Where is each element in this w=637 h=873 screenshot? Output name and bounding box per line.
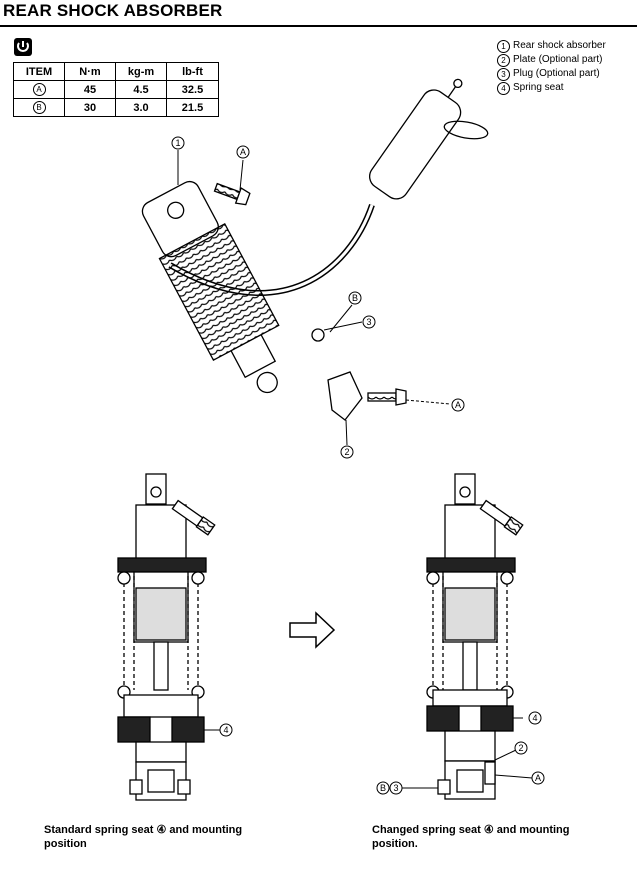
top-callouts: 1 A B 3 A 2 [171, 136, 465, 459]
changed-callouts: 4 2 A B 3 [376, 711, 545, 795]
legend-number: 1 [497, 39, 510, 53]
legend-label: Spring seat [513, 82, 564, 93]
legend-number: 4 [497, 81, 510, 95]
callout-b-top: B [352, 293, 358, 303]
item-a-marker: A [32, 83, 46, 96]
row-kgm: 4.5 [115, 80, 167, 99]
lower-bolt [367, 388, 451, 406]
exploded-shock-view [141, 78, 489, 446]
callout-4-standard: 4 [223, 725, 228, 735]
callout-4-changed: 4 [532, 713, 537, 723]
change-arrow-icon [289, 611, 336, 649]
standard-caption: Standard spring seat ④ and mounting posi… [44, 823, 242, 851]
standard-position-view [117, 473, 220, 801]
callout-b-changed: B [380, 783, 386, 793]
callout-a-changed: A [535, 773, 541, 783]
title-rule [0, 25, 637, 27]
changed-caption-line2: position. [372, 838, 418, 850]
row-item: B [13, 98, 65, 117]
changed-position-view [402, 473, 533, 800]
row-kgm: 3.0 [115, 98, 167, 117]
callout-1: 1 [175, 138, 180, 148]
reservoir [369, 78, 463, 200]
table-row: A 45 4.5 32.5 [13, 80, 219, 99]
callout-2-top: 2 [344, 447, 349, 457]
standard-caption-line2: position [44, 838, 87, 850]
table-row: B 30 3.0 21.5 [13, 98, 219, 117]
standard-caption-line1: Standard spring seat ④ and mounting [44, 824, 243, 836]
changed-caption-line1: Changed spring seat ④ and mounting [372, 824, 570, 836]
changed-caption: Changed spring seat ④ and mounting posit… [372, 823, 569, 851]
callout-3-changed: 3 [393, 783, 398, 793]
callout-a-top: A [240, 147, 246, 157]
callout-3-top: 3 [366, 317, 371, 327]
item-b-marker: B [32, 101, 46, 114]
legend-label: Plate (Optional part) [513, 54, 603, 65]
plate [327, 371, 363, 421]
torque-wrench-icon [14, 38, 32, 56]
upper-bolt [213, 182, 251, 206]
standard-callouts: 4 [219, 723, 233, 737]
reservoir-clamp [443, 120, 489, 140]
row-lbft: 21.5 [166, 98, 219, 117]
header-kgm: kg-m [115, 62, 167, 81]
legend-label: Plug (Optional part) [513, 68, 600, 79]
shock-body [141, 180, 280, 394]
callout-a-lower: A [455, 400, 461, 410]
callout-2-changed: 2 [518, 743, 523, 753]
legend-number: 2 [497, 53, 510, 67]
legend-number: 3 [497, 67, 510, 81]
legend-label: Rear shock absorber [513, 40, 606, 51]
torque-table: ITEM N·m kg-m lb-ft A 45 4.5 32.5 B 30 3… [13, 62, 219, 117]
plug [311, 328, 325, 342]
page-title: REAR SHOCK ABSORBER [3, 1, 223, 20]
